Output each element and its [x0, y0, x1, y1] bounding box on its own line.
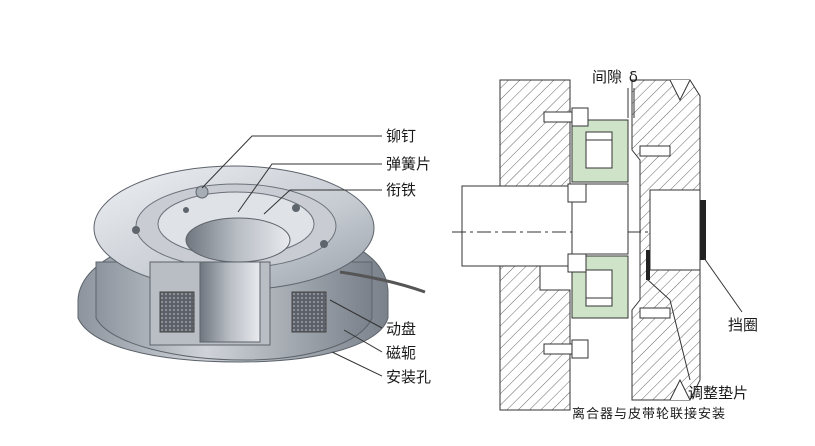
coil-lower	[585, 269, 613, 307]
label-gap-symbol: δ	[629, 68, 638, 86]
label-moving-disc: 动盘	[386, 320, 416, 338]
label-rivet: 铆钉	[386, 127, 416, 145]
screw-lower	[543, 339, 589, 359]
pulley-section	[631, 79, 701, 401]
leader-retaining-ring	[703, 257, 743, 313]
right-labels: 间隙 δ 挡圈 调整垫片 离合器与皮带轮联接安装	[572, 68, 758, 422]
label-retaining-ring: 挡圈	[728, 316, 758, 334]
pulley-groove-upper	[669, 79, 691, 102]
mounting-hole	[183, 207, 189, 213]
shaft	[461, 185, 583, 267]
mounting-hole	[132, 226, 140, 234]
pulley-groove-lower	[669, 378, 691, 401]
caption: 离合器与皮带轮联接安装	[572, 406, 726, 422]
screw-right-upper	[639, 145, 671, 157]
label-yoke: 磁轭	[386, 344, 416, 362]
leader-spring-plate	[237, 163, 382, 213]
label-gap-text: 间隙	[592, 68, 622, 86]
label-spring-plate: 弹簧片	[386, 155, 431, 173]
adjustment-shim	[646, 250, 650, 280]
label-mounting-hole: 安装孔	[386, 368, 431, 386]
leader-yoke	[343, 329, 383, 353]
coil-winding-right	[291, 291, 327, 333]
left-labels: 铆钉 弹簧片 衔铁 动盘 磁轭 安装孔	[201, 127, 431, 386]
screw-upper	[543, 107, 589, 127]
center-bore	[185, 217, 291, 263]
yoke-slot	[199, 261, 261, 343]
clutch-section-drawing	[452, 79, 706, 411]
coil-upper	[585, 131, 613, 169]
screw-right-lower	[639, 307, 671, 319]
leader-mounting-hole	[331, 351, 383, 377]
lead-wire	[339, 270, 426, 294]
clutch-3d-cutaway	[77, 165, 426, 363]
mounting-hole	[320, 240, 328, 248]
mounting-hole	[292, 204, 300, 212]
label-gap: 间隙 δ	[592, 68, 638, 86]
rivet	[195, 185, 209, 199]
leader-moving-disc	[329, 299, 383, 329]
retaining-ring	[700, 200, 706, 260]
label-shim: 调整垫片	[688, 384, 748, 402]
leader-rivet	[201, 135, 382, 189]
bearing-lower	[567, 253, 587, 273]
leader-shim	[647, 279, 691, 381]
coil-winding-left	[159, 291, 195, 333]
label-armature: 衔铁	[386, 181, 416, 199]
pulley-bore	[649, 189, 701, 271]
bearing-upper	[567, 183, 587, 203]
leader-armature	[263, 189, 382, 215]
